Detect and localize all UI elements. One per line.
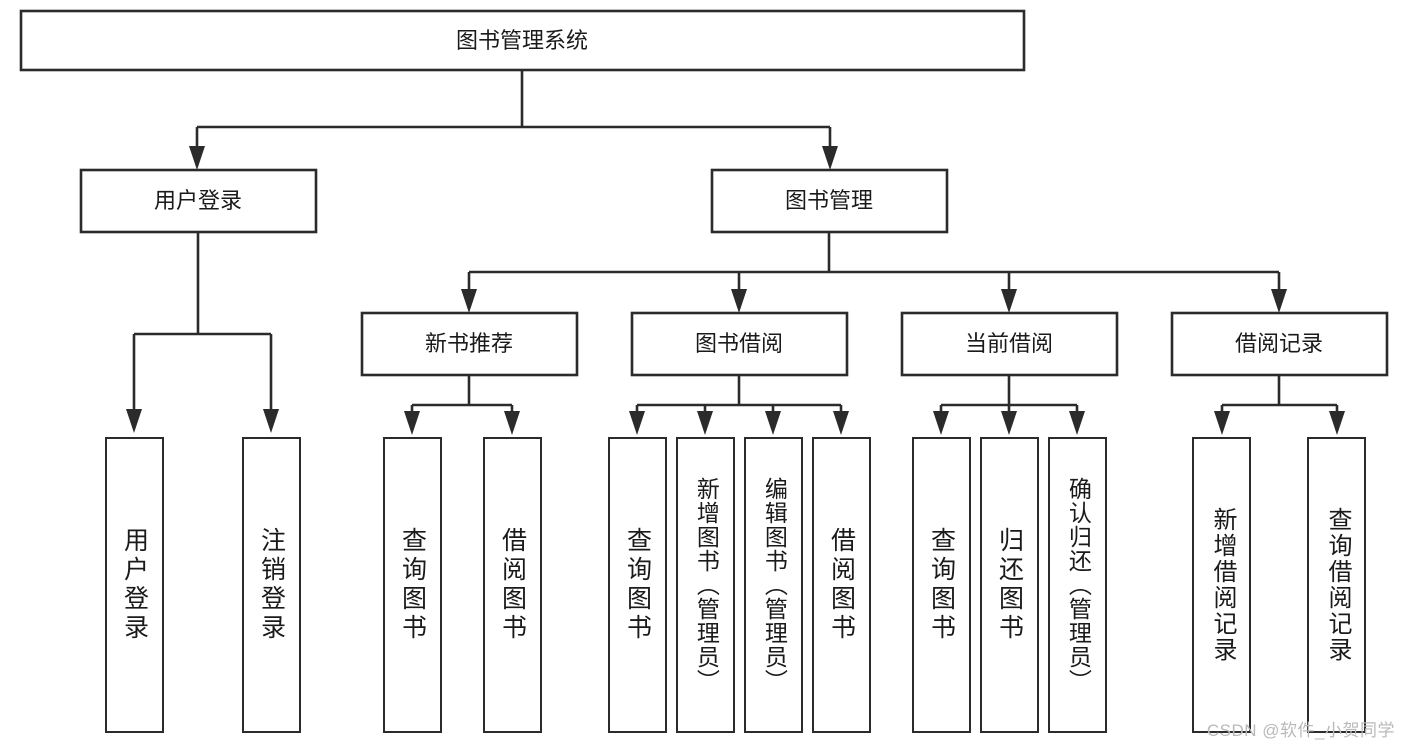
arrow-new-book-recommend [461,289,477,313]
user-login-label: 用户登录 [154,188,242,213]
arrow-br-leaf-1 [1214,411,1230,435]
leaf-label: 查询图书 [398,527,427,643]
new-book-recommend-box[interactable] [360,311,579,377]
arrow-bb-leaf-3 [765,411,781,435]
book-management-label: 图书管理 [785,188,873,213]
edges-borrow-record-to-leaves [1214,375,1345,435]
leaf-new-book-recommend-2[interactable]: 借阅图书 [483,437,542,733]
arrow-nbr-leaf-1 [404,411,420,435]
leaf-user-login-2[interactable]: 注销登录 [242,437,301,733]
arrow-to-book-mgmt [822,146,838,170]
leaf-book-borrow-3[interactable]: 编辑图书（管理员） [744,437,803,733]
edges-current-borrow-to-leaves [933,375,1085,435]
leaf-label: 注销登录 [257,527,286,643]
leaf-borrow-record-1[interactable]: 新增借阅记录 [1192,437,1251,733]
arrow-cb-leaf-3 [1069,411,1085,435]
arrow-borrow-record [1271,289,1287,313]
node-root[interactable]: 图书管理系统 [19,9,1026,72]
arrow-current-borrow [1001,289,1017,313]
root-label: 图书管理系统 [456,28,588,53]
arrow-bb-leaf-4 [833,411,849,435]
book-borrow-box[interactable] [630,311,849,377]
edges-book-borrow-to-leaves [629,375,849,435]
leaf-label: 新增借阅记录 [1208,507,1236,663]
arrow-bb-leaf-2 [697,411,713,435]
node-new-book-recommend[interactable]: 新书推荐 [360,311,579,377]
leaf-label: 确认归还（管理员） [1065,477,1092,693]
arrow-book-borrow [731,289,747,313]
leaf-current-borrow-3[interactable]: 确认归还（管理员） [1048,437,1107,733]
new-book-recommend-label: 新书推荐 [425,331,513,356]
borrow-record-label: 借阅记录 [1235,331,1323,356]
leaf-book-borrow-4[interactable]: 借阅图书 [812,437,871,733]
arrow-user-login-leaf-1 [126,409,142,433]
arrow-br-leaf-2 [1329,411,1345,435]
node-user-login[interactable]: 用户登录 [79,168,318,234]
csdn-watermark: CSDN @软件_小贺同学 [1206,721,1395,740]
leaf-label: 借阅图书 [827,527,856,643]
leaf-label: 借阅图书 [498,527,527,643]
edges-root-to-level2 [189,70,838,170]
arrow-to-user-login [189,146,205,170]
root-box[interactable] [19,9,1026,72]
node-borrow-record[interactable]: 借阅记录 [1170,311,1389,377]
arrow-bb-leaf-1 [629,411,645,435]
leaf-book-borrow-1[interactable]: 查询图书 [608,437,667,733]
edges-new-book-recommend-to-leaves [404,375,520,435]
node-book-borrow[interactable]: 图书借阅 [630,311,849,377]
arrow-nbr-leaf-2 [504,411,520,435]
arrow-user-login-leaf-2 [263,409,279,433]
current-borrow-label: 当前借阅 [965,331,1053,356]
arrow-cb-leaf-1 [933,411,949,435]
leaf-label: 归还图书 [995,527,1024,643]
leaf-label: 查询图书 [623,527,652,643]
edges-book-mgmt-to-level3 [461,232,1287,313]
leaf-new-book-recommend-1[interactable]: 查询图书 [383,437,442,733]
leaf-borrow-record-2[interactable]: 查询借阅记录 [1307,437,1366,733]
leaf-label: 查询图书 [927,527,956,643]
leaf-current-borrow-1[interactable]: 查询图书 [912,437,971,733]
current-borrow-box[interactable] [900,311,1119,377]
leaf-book-borrow-2[interactable]: 新增图书（管理员） [676,437,735,733]
leaf-user-login-1[interactable]: 用户登录 [105,437,164,733]
leaf-label: 编辑图书（管理员） [761,477,788,693]
leaf-label: 新增图书（管理员） [693,477,720,693]
node-current-borrow[interactable]: 当前借阅 [900,311,1119,377]
edges-user-login-to-leaves [126,232,279,433]
arrow-cb-leaf-2 [1001,411,1017,435]
leaf-current-borrow-2[interactable]: 归还图书 [980,437,1039,733]
leaf-label: 查询借阅记录 [1323,507,1351,663]
leaf-label: 用户登录 [120,527,149,643]
node-book-management[interactable]: 图书管理 [710,168,949,234]
book-borrow-label: 图书借阅 [695,331,783,356]
